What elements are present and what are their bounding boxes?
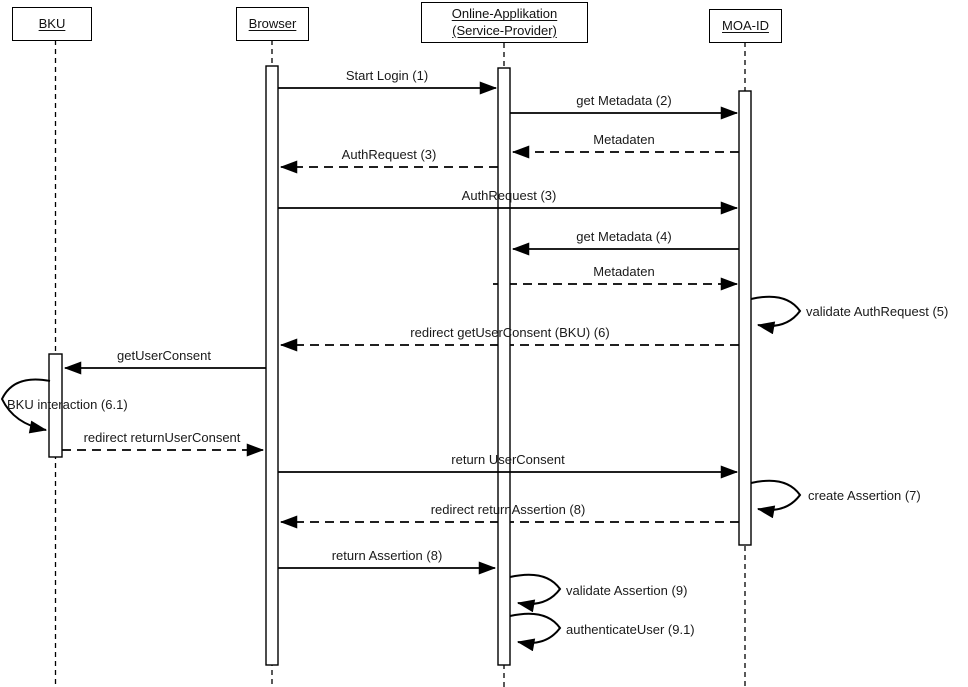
msg-return-assertion: return Assertion (8)	[331, 548, 443, 563]
msg-create-assertion: create Assertion (7)	[808, 488, 921, 503]
msg-redirect-getuserconsent: redirect getUserConsent (BKU) (6)	[410, 325, 610, 340]
msg-metadaten-2: Metadaten	[593, 264, 655, 279]
msg-bku-interaction: BKU interaction (6.1)	[7, 397, 128, 412]
activation-online-applikation	[497, 67, 511, 666]
arrows-solid	[63, 81, 739, 575]
actor-moa-id: MOA-ID	[709, 9, 782, 43]
actor-online-applikation: Online-Applikation (Service-Provider)	[421, 2, 588, 43]
actor-browser: Browser	[236, 7, 309, 41]
msg-redirect-returnassertion: redirect returnAssertion (8)	[430, 502, 586, 517]
loop-validate-authrequest	[750, 295, 802, 335]
actor-browser-label: Browser	[248, 15, 297, 31]
msg-getuserconsent: getUserConsent	[117, 348, 211, 363]
activation-bku	[48, 353, 63, 458]
actor-bku: BKU	[12, 7, 92, 41]
msg-metadaten-1: Metadaten	[593, 132, 655, 147]
msg-get-metadata-4: get Metadata (4)	[576, 229, 672, 244]
msg-validate-assertion: validate Assertion (9)	[566, 583, 688, 598]
actor-bku-label: BKU	[38, 15, 66, 31]
self-loops	[0, 295, 802, 652]
msg-start-login: Start Login (1)	[345, 68, 429, 83]
msg-get-metadata-2: get Metadata (2)	[576, 93, 672, 108]
msg-authrequest-to-browser: AuthRequest (3)	[341, 147, 437, 162]
msg-redirect-returnuserconsent: redirect returnUserConsent	[83, 430, 241, 445]
actor-online-applikation-label: Online-Applikation (Service-Provider)	[451, 6, 558, 38]
activation-browser	[265, 65, 279, 666]
activation-bars	[48, 65, 752, 666]
activation-moa-id	[738, 90, 752, 546]
msg-authenticateuser: authenticateUser (9.1)	[566, 622, 695, 637]
loop-validate-assertion	[509, 573, 562, 613]
msg-authrequest-to-moa: AuthRequest (3)	[461, 188, 557, 203]
loop-create-assertion	[750, 479, 802, 519]
loop-bku-interaction	[0, 378, 51, 434]
msg-validate-authrequest: validate AuthRequest (5)	[806, 304, 949, 319]
msg-return-userconsent: return UserConsent	[451, 452, 565, 467]
arrows-dashed	[62, 145, 739, 457]
loop-authenticateuser	[509, 612, 562, 652]
actor-moa-id-label: MOA-ID	[722, 17, 769, 33]
